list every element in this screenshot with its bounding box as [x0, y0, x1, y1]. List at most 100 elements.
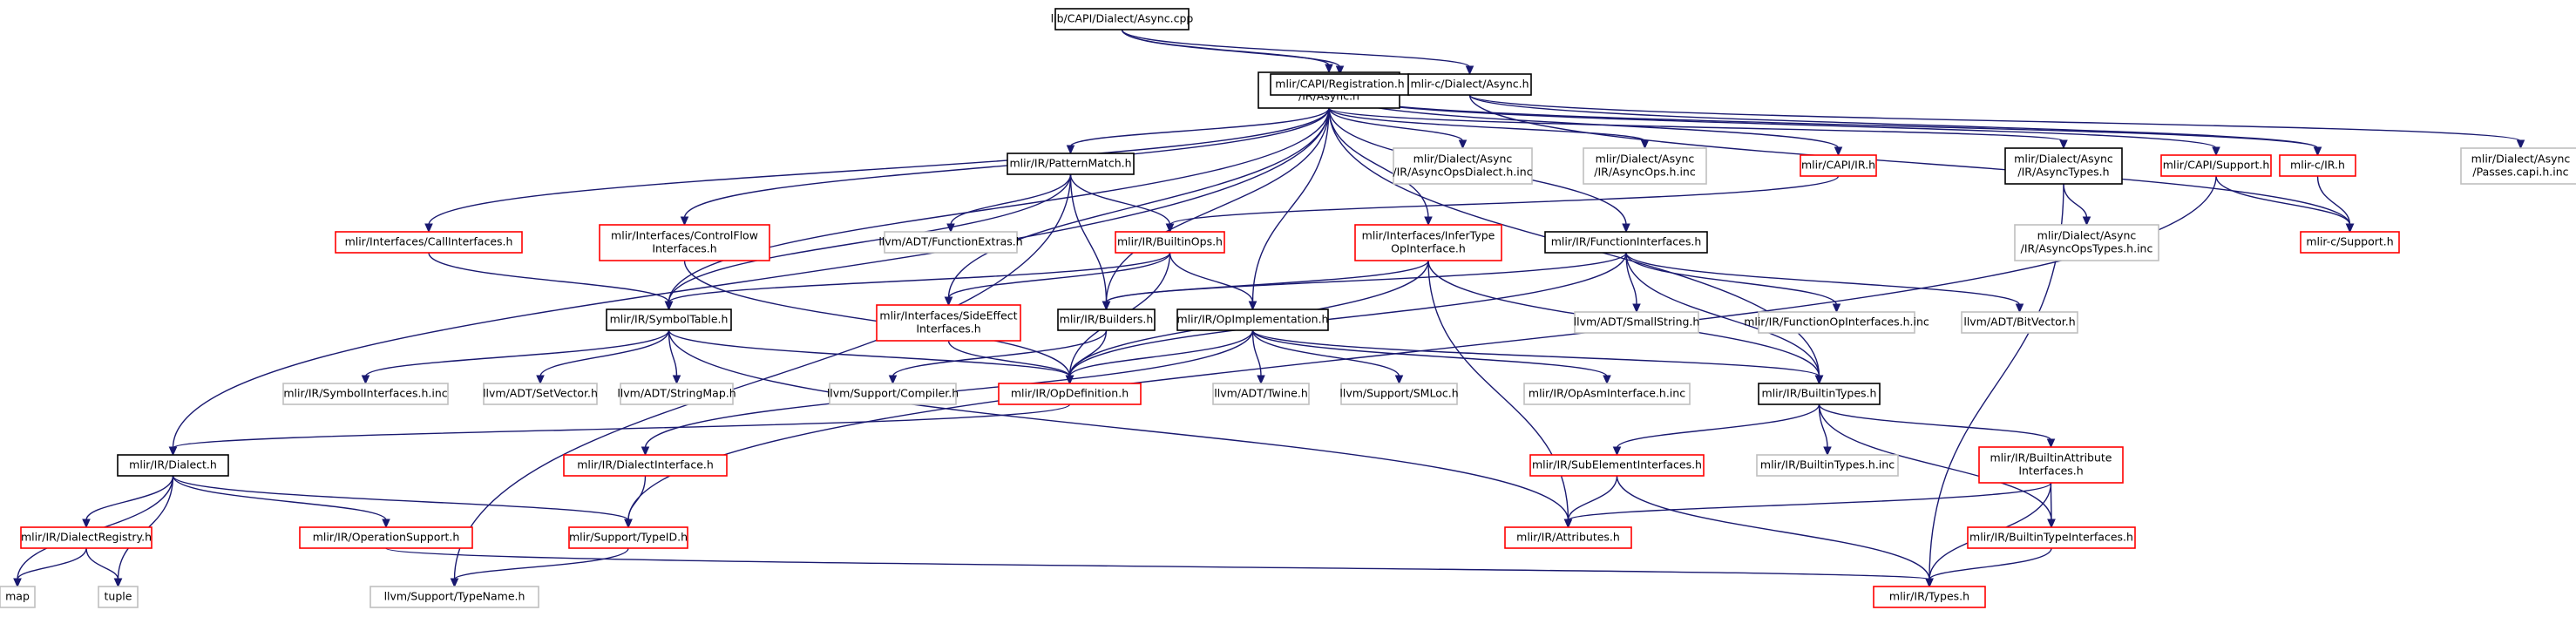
node-label: mlir/Support/TypeID.h	[569, 531, 688, 544]
node-box	[2300, 231, 2400, 254]
node-box	[2004, 147, 2123, 185]
edge-mlir-capi-ir-h-to-mlir-ir-builtinops-h	[1169, 175, 1840, 226]
node-box	[2014, 224, 2159, 261]
node-label: mlir/Dialect/Async	[1596, 153, 1695, 166]
node-label: Interfaces.h	[2018, 464, 2083, 478]
node-mlir-ir-functioninterfaces-h[interactable]: mlir/IR/FunctionInterfaces.h	[1544, 231, 1708, 254]
edges-layer	[13, 29, 2525, 588]
node-label: mlir/CAPI/Support.h	[2163, 159, 2270, 172]
node-mlir-ir-patternmatch-h[interactable]: mlir/IR/PatternMatch.h	[1007, 153, 1135, 175]
edge-arrowhead	[1632, 303, 1641, 314]
node-label: mlir/IR/OpImplementation.h	[1177, 313, 1329, 326]
node-label: mlir/IR/SymbolTable.h	[610, 313, 729, 326]
edge-arrowhead	[13, 578, 22, 588]
node-mlir-c-ir-h[interactable]: mlir-c/IR.h	[2279, 154, 2356, 177]
node-label: /IR/AsyncOpsDialect.h.inc	[1393, 166, 1532, 179]
node-box	[620, 383, 734, 405]
node-mlir-ir-dialectregistry-h[interactable]: mlir/IR/DialectRegistry.h	[20, 526, 153, 549]
node-label: mlir-c/IR.h	[2290, 159, 2345, 172]
node-mlir-ir-builtintypes-h[interactable]: mlir/IR/BuiltinTypes.h	[1758, 383, 1881, 405]
node-mlir-ir-types-h[interactable]: mlir/IR/Types.h	[1873, 586, 1986, 608]
node-label: mlir/IR/BuiltinTypeInterfaces.h	[1969, 531, 2133, 544]
edge-mlir-ir-builders-h-to-mlir-ir-opdefinition-h	[1068, 329, 1108, 377]
node-label: mlir/IR/OpAsmInterface.h.inc	[1529, 387, 1685, 400]
node-label: mlir/IR/BuiltinOps.h	[1117, 235, 1223, 248]
node-mlir-ir-subelementinterfaces-h[interactable]: mlir/IR/SubElementInterfaces.h	[1529, 454, 1705, 477]
edge-mlir-ir-operationsupport-h-to-mlir-ir-types-h	[385, 547, 1930, 580]
node-mlir-ir-builtintypeinterfaces-h[interactable]: mlir/IR/BuiltinTypeInterfaces.h	[1967, 526, 2136, 549]
node-label: llvm/ADT/Twine.h	[1214, 387, 1308, 400]
node-label: mlir/IR/FunctionInterfaces.h	[1551, 235, 1702, 248]
node-label: mlir/CAPI/IR.h	[1801, 159, 1875, 172]
node-mlir-capi-support-h[interactable]: mlir/CAPI/Support.h	[2160, 154, 2272, 177]
node-box	[1504, 526, 1632, 549]
edge-arrowhead	[382, 519, 390, 529]
node-mlir-dialect-async-ir-asynctypes-h[interactable]: mlir/Dialect/Async/IR/AsyncTypes.h	[2004, 147, 2123, 185]
node-box	[1523, 383, 1691, 405]
node-mlir-ir-dialectinterface-h[interactable]: mlir/IR/DialectInterface.h	[563, 454, 728, 477]
node-mlir-c-support-h[interactable]: mlir-c/Support.h	[2300, 231, 2400, 254]
edge-mlir-ir-opimplementation-h-to-mlir-ir-builtintypes-h	[1251, 329, 1820, 377]
node-box	[1057, 308, 1156, 331]
node-mlir-capi-registration-h[interactable]: mlir/CAPI/Registration.h	[1270, 73, 1410, 96]
edge-arrowhead	[168, 446, 178, 457]
node-mlir-ir-builtinops-h[interactable]: mlir/IR/BuiltinOps.h	[1115, 231, 1225, 254]
edge-arrowhead	[1603, 375, 1611, 385]
node-box	[606, 308, 732, 331]
edge-arrowhead	[1563, 519, 1573, 529]
node-mlir-support-typeid-h[interactable]: mlir/Support/TypeID.h	[568, 526, 688, 549]
node-mlir-c-dialect-async-h[interactable]: mlir-c/Dialect/Async.h	[1407, 73, 1532, 96]
edge-mlir-c-dialect-async-h-to-mlir-c-support-h	[1468, 94, 2351, 226]
node-mlir-interfaces-callinterfaces-h[interactable]: mlir/Interfaces/CallInterfaces.h	[335, 231, 523, 254]
node-label: llvm/ADT/SmallString.h	[1574, 315, 1700, 329]
edge-arrowhead	[1248, 301, 1257, 311]
node-mlir-ir-builders-h[interactable]: mlir/IR/Builders.h	[1057, 308, 1156, 331]
edge-mlir-dialect-async-ir-async-h-to-mlir-interfaces-callinterfaces-h	[428, 107, 1330, 226]
node-box	[2279, 154, 2356, 177]
node-label: llvm/Support/SMLoc.h	[1339, 387, 1458, 400]
node-mlir-ir-symboltable-h[interactable]: mlir/IR/SymbolTable.h	[606, 308, 732, 331]
node-mlir-ir-opimplementation-h[interactable]: mlir/IR/OpImplementation.h	[1176, 308, 1329, 331]
node-llvm-support-smloc-h: llvm/Support/SMLoc.h	[1339, 383, 1459, 405]
node-label: mlir/IR/OpDefinition.h	[1011, 387, 1129, 400]
node-label: mlir/Dialect/Async	[1413, 153, 1513, 166]
edge-mlir-ir-subelementinterfaces-h-to-mlir-ir-attributes-h	[1567, 475, 1618, 521]
node-label: mlir/Dialect/Async	[2014, 153, 2113, 166]
edge-mlir-ir-subelementinterfaces-h-to-mlir-ir-types-h	[1616, 475, 1930, 580]
node-box	[1961, 311, 2078, 334]
edge-mlir-interfaces-infertypeopinterface-h-to-mlir-ir-builders-h	[1105, 260, 1429, 303]
node-box	[998, 383, 1142, 405]
edge-arrowhead	[1832, 303, 1841, 314]
node-lib-capi-dialect-async-cpp[interactable]: lib/CAPI/Dialect/Async.cpp	[1051, 8, 1194, 31]
edge-mlir-dialect-async-ir-async-h-to-mlir-ir-patternmatch-h	[1069, 107, 1330, 147]
node-mlir-capi-ir-h[interactable]: mlir/CAPI/IR.h	[1800, 154, 1877, 177]
edge-arrowhead	[1640, 139, 1650, 150]
node-mlir-ir-builtintypes-h-inc: mlir/IR/BuiltinTypes.h.inc	[1756, 454, 1899, 477]
node-mlir-dialect-async-ir-asyncops-h-inc: mlir/Dialect/Async/IR/AsyncOps.h.inc	[1583, 147, 1707, 185]
edge-mlir-ir-builders-h-to-llvm-support-compiler-h	[891, 329, 1108, 377]
node-mlir-ir-opdefinition-h[interactable]: mlir/IR/OpDefinition.h	[998, 383, 1142, 405]
edge-mlir-dialect-async-ir-async-h-to-mlir-ir-dialect-h	[172, 107, 1330, 449]
node-mlir-ir-dialect-h[interactable]: mlir/IR/Dialect.h	[117, 454, 229, 477]
node-label: tuple	[105, 590, 132, 603]
node-box	[1756, 454, 1899, 477]
edge-arrowhead	[1622, 223, 1630, 234]
node-mlir-ir-attributes-h[interactable]: mlir/IR/Attributes.h	[1504, 526, 1632, 549]
node-label: mlir-c/Dialect/Async.h	[1410, 78, 1529, 91]
node-label: mlir/IR/BuiltinTypes.h	[1762, 387, 1877, 400]
node-box	[1544, 231, 1708, 254]
edge-mlir-ir-builtinops-h-to-mlir-ir-symboltable-h	[668, 252, 1171, 303]
node-llvm-adt-setvector-h: llvm/ADT/SetVector.h	[483, 383, 598, 405]
edge-arrowhead	[2516, 139, 2525, 150]
node-label: mlir/IR/Builders.h	[1060, 313, 1154, 326]
edge-arrowhead	[2015, 303, 2024, 314]
edge-mlir-ir-builtinattributeinterfaces-h-to-mlir-ir-attributes-h	[1567, 482, 2052, 521]
node-mlir-ir-operationsupport-h[interactable]: mlir/IR/OperationSupport.h	[299, 526, 473, 549]
edge-mlir-ir-functioninterfaces-h-to-llvm-adt-bitvector-h	[1625, 252, 2021, 306]
node-box	[1800, 154, 1877, 177]
node-label: mlir-c/Support.h	[2306, 235, 2393, 248]
